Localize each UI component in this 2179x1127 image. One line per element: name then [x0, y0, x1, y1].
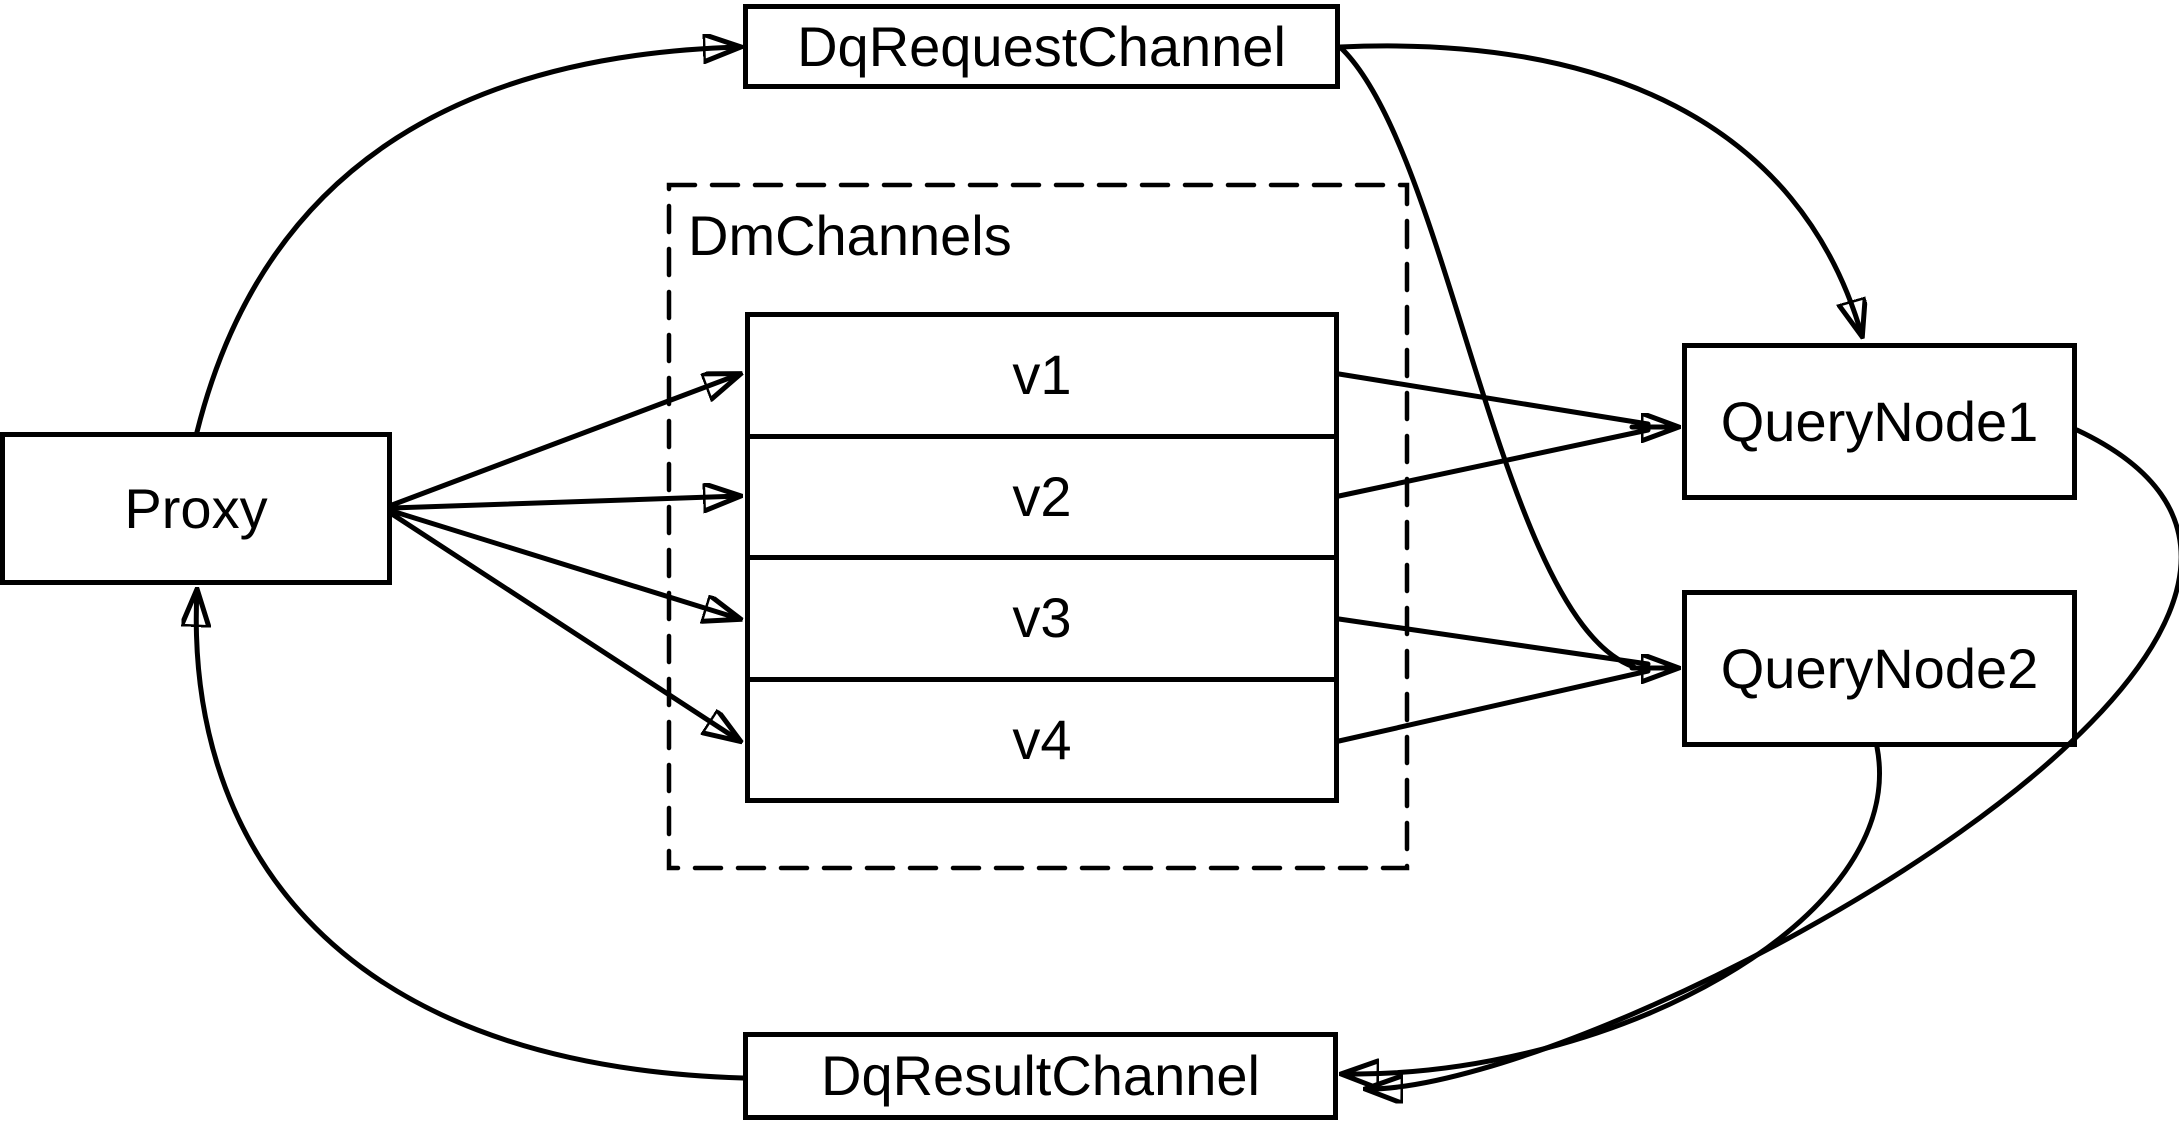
edge-dqrequestchannel-to-querynode1 [1337, 43, 1862, 336]
channel-row-v2-label: v2 [1012, 464, 1072, 528]
edge-querynode1-to-dqresultchannel [1366, 427, 2179, 1089]
node-proxy-label: Proxy [124, 476, 268, 540]
edge-proxy-to-v1 [389, 374, 740, 508]
edge-dqresultchannel-to-proxy [196, 590, 746, 1081]
edge-v1-to-querynode1 [1336, 371, 1651, 427]
channel-row-v4: v4 [750, 676, 1334, 799]
edge-v3-to-querynode2 [1336, 616, 1651, 667]
channel-row-v4-label: v4 [1012, 707, 1072, 771]
edge-v2-to-querynode1 [1336, 427, 1651, 499]
node-querynode1: QueryNode1 [1682, 343, 2077, 500]
edge-proxy-to-v2 [389, 496, 740, 508]
node-querynode2: QueryNode2 [1682, 590, 2077, 747]
node-dqresultchannel: DqResultChannel [743, 1032, 1338, 1120]
edge-proxy-to-dqrequestchannel [194, 47, 740, 435]
channel-row-v1: v1 [750, 317, 1334, 434]
node-dqrequestchannel-label: DqRequestChannel [797, 14, 1286, 78]
channel-row-v2: v2 [750, 433, 1334, 556]
node-querynode2-label: QueryNode2 [1720, 636, 2039, 700]
edge-proxy-to-v3 [389, 508, 740, 619]
node-dqresultchannel-label: DqResultChannel [821, 1044, 1260, 1107]
edge-proxy-to-v4 [389, 511, 740, 741]
node-proxy: Proxy [0, 432, 392, 585]
dmchannels-table: v1 v2 v3 v4 [745, 312, 1339, 803]
channel-row-v3-label: v3 [1012, 586, 1072, 650]
edge-v4-to-querynode2 [1336, 668, 1651, 744]
dmchannels-group-label: DmChannels [688, 204, 1012, 267]
edge-dqrequestchannel-to-querynode2 [1337, 44, 1637, 670]
edge-querynode2-to-dqresultchannel [1342, 744, 1882, 1074]
node-querynode1-label: QueryNode1 [1720, 389, 2039, 453]
channel-row-v3: v3 [750, 555, 1334, 677]
channel-row-v1-label: v1 [1012, 343, 1072, 407]
node-dqrequestchannel: DqRequestChannel [743, 4, 1340, 89]
